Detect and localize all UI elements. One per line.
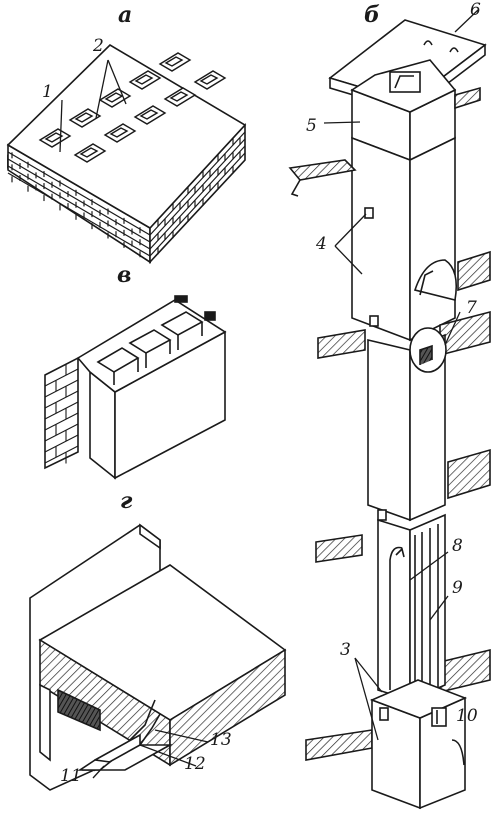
callout-7: 7 — [466, 298, 477, 318]
callout-1: 1 — [42, 82, 53, 102]
panel-label-a: а — [118, 2, 133, 28]
panel-label-g: г — [120, 488, 133, 514]
callout-10: 10 — [456, 706, 478, 726]
brick-wall-channels — [6, 43, 247, 265]
wall-with-block-channels — [44, 295, 227, 480]
panel-label-v: в — [117, 262, 132, 288]
callout-6: 6 — [470, 0, 481, 20]
panel-label-b: б — [364, 2, 380, 28]
callout-12: 12 — [184, 754, 206, 774]
leader-lines — [59, 9, 479, 779]
floor-slab-channel — [29, 523, 287, 791]
callout-8: 8 — [452, 536, 463, 556]
callout-11: 11 — [60, 766, 82, 786]
callout-3: 3 — [340, 640, 351, 660]
callout-2: 2 — [93, 36, 104, 56]
callout-13: 13 — [210, 730, 232, 750]
callout-5: 5 — [306, 116, 317, 136]
ventilation-shaft — [288, 19, 491, 810]
callout-4: 4 — [316, 234, 327, 254]
callout-9: 9 — [452, 578, 463, 598]
